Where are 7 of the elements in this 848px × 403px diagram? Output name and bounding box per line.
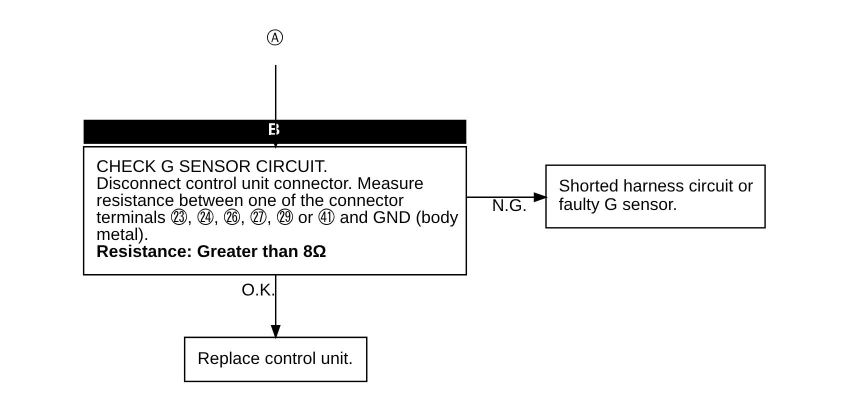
edge-label: O.K. [242,280,276,300]
edge-label: N.G. [492,196,528,215]
node-box: Replace control unit. [184,336,368,382]
node-box: Shorted harness circuit or faulty G sensor. [545,164,766,229]
arrow [466,192,548,202]
node-text: Ⓐ [266,28,284,48]
arrow [270,274,281,340]
